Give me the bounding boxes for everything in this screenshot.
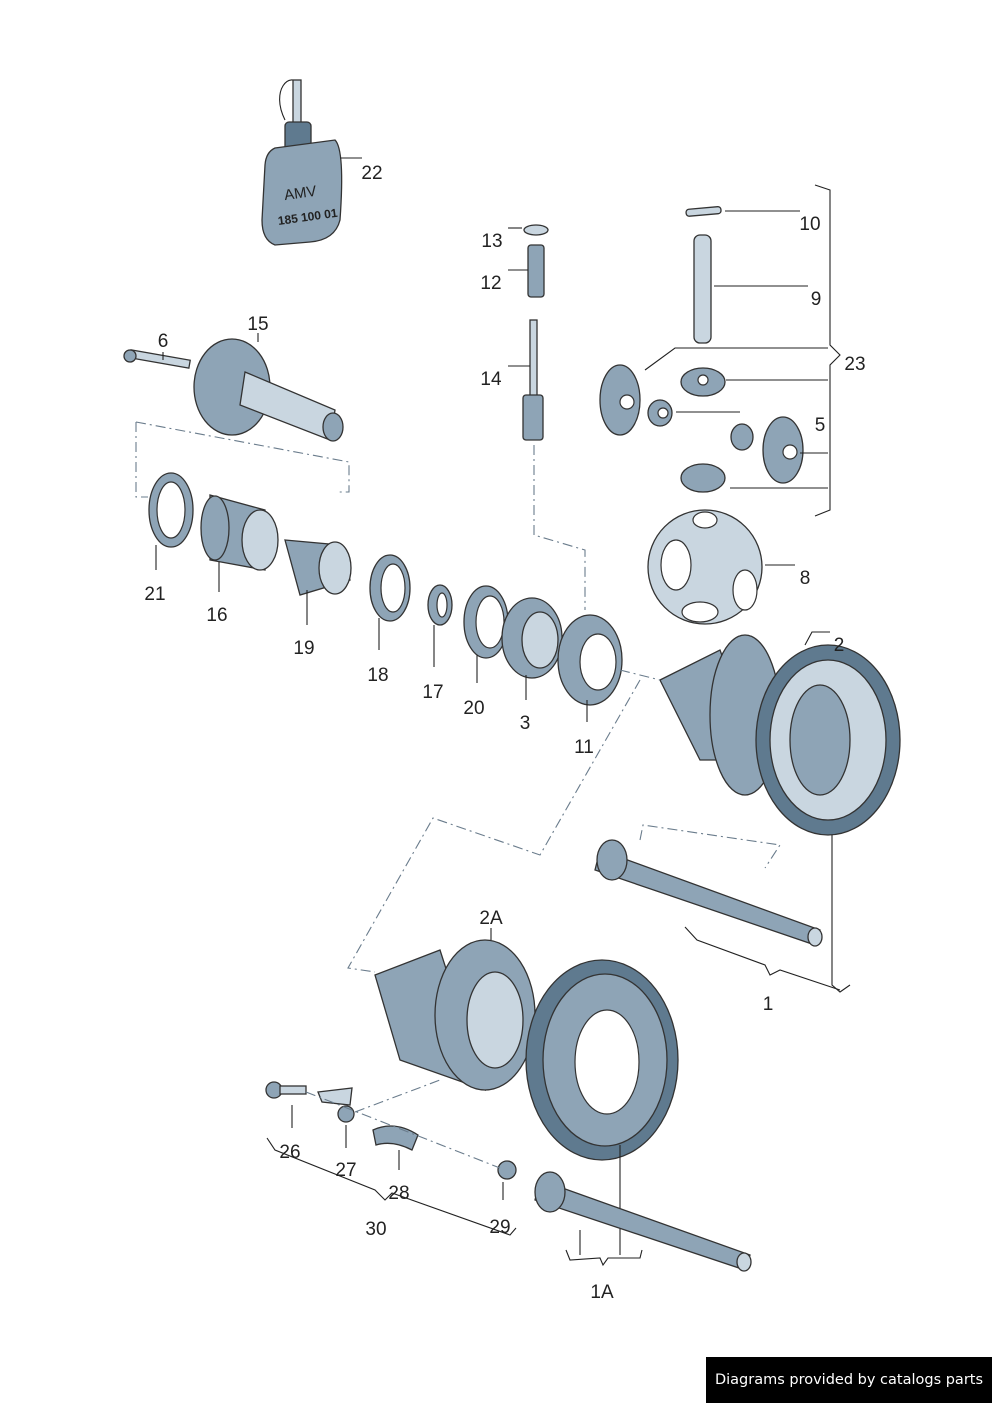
part-21-seal — [148, 472, 194, 570]
callout-6: 6 — [157, 331, 169, 352]
part-18-ring — [369, 554, 411, 650]
callout-26: 26 — [279, 1142, 301, 1163]
dash-line-1 — [639, 824, 781, 869]
callout-12: 12 — [480, 273, 502, 294]
part-6-bolt — [123, 349, 191, 369]
callout-18: 18 — [367, 665, 389, 686]
part-3-bearing — [501, 597, 563, 700]
callout-29: 29 — [489, 1217, 511, 1238]
callout-3: 3 — [519, 713, 531, 734]
part-19-spring — [284, 539, 352, 625]
callout-1A: 1A — [590, 1282, 614, 1303]
bracket-30 — [266, 1137, 517, 1236]
part-28-clamp — [372, 1125, 419, 1170]
callout-19: 19 — [293, 638, 315, 659]
part-2A-differential-case — [374, 928, 536, 1092]
part-12-bush — [508, 244, 545, 298]
callout-5: 5 — [814, 415, 826, 436]
callout-21: 21 — [144, 584, 166, 605]
bottle-label-text-1: AMV — [283, 183, 318, 204]
callout-14: 14 — [480, 369, 502, 390]
part-11-drive-gear — [557, 614, 623, 722]
part-29-nut — [497, 1160, 517, 1200]
part-16-sleeve — [200, 494, 279, 592]
part-17-clip — [427, 584, 453, 667]
part-8-differential-housing — [647, 509, 795, 625]
part-15-flange — [193, 333, 344, 442]
part-14-speedo-drive — [508, 319, 544, 441]
callout-10: 10 — [799, 214, 821, 235]
callout-8: 8 — [799, 568, 811, 589]
callout-2: 2 — [833, 635, 845, 656]
part-22-sealant-bottle: AMV 185 100 01 — [261, 79, 362, 246]
part-1-pinion-shaft — [594, 839, 841, 991]
part-27-lock-plate — [317, 1087, 355, 1148]
part-13-ring — [508, 224, 549, 236]
callout-15: 15 — [247, 314, 269, 335]
callout-1: 1 — [762, 994, 774, 1015]
part-23-differential-gears — [599, 184, 841, 517]
part-2-differential-assembly — [659, 631, 901, 993]
part-9-shaft — [693, 234, 808, 344]
callout-9: 9 — [810, 289, 822, 310]
callout-30: 30 — [365, 1219, 387, 1240]
part-2A-ring-gear — [525, 959, 679, 1255]
callout-11: 11 — [574, 737, 594, 758]
dash-line-14 — [533, 445, 586, 610]
callout-16: 16 — [206, 605, 228, 626]
callout-2A: 2A — [479, 908, 503, 929]
dash-line-bolts — [305, 1079, 501, 1169]
footer-credit: Diagrams provided by catalogs parts — [706, 1357, 992, 1403]
callout-23: 23 — [844, 354, 866, 375]
callout-20: 20 — [463, 698, 485, 719]
dash-line-11-to-2a — [347, 669, 661, 973]
callout-28: 28 — [388, 1183, 410, 1204]
part-26-bolt — [265, 1081, 307, 1128]
footer-credit-text: Diagrams provided by catalogs parts — [714, 1372, 984, 1388]
part-1A-pinion-shaft — [534, 1171, 752, 1272]
part-10-pin — [685, 206, 800, 217]
callout-13: 13 — [481, 231, 503, 252]
dash-bracket-15 — [135, 421, 350, 498]
callout-17: 17 — [422, 682, 444, 703]
part-20-shim — [463, 585, 509, 683]
callout-22: 22 — [361, 163, 383, 184]
callout-27: 27 — [335, 1160, 357, 1181]
